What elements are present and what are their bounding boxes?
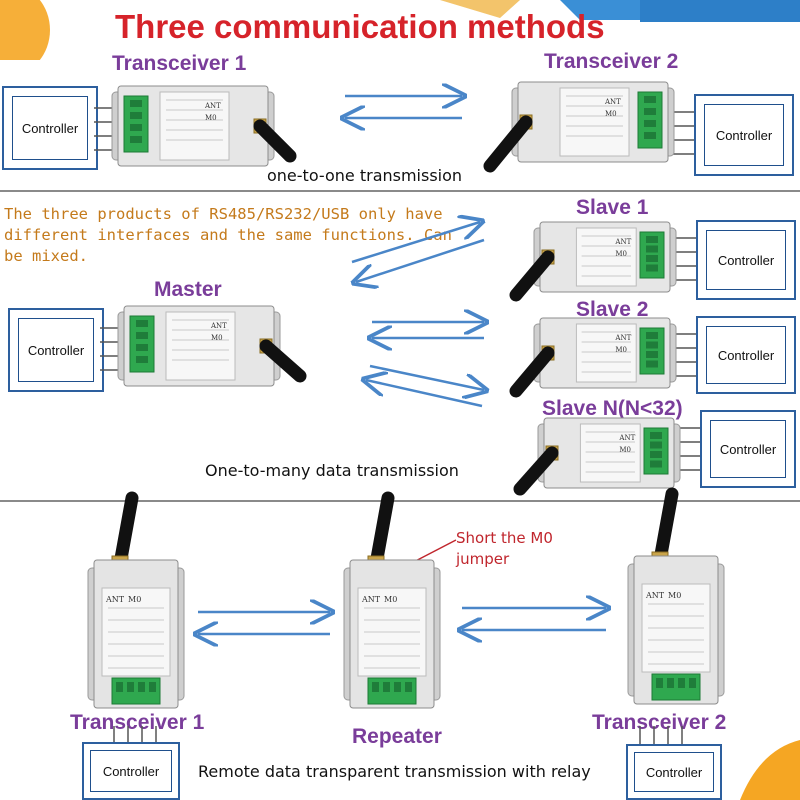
slave-1-label: Slave 1 [576,196,649,219]
controller-box-bottom-left: Controller [82,742,180,800]
transceiver-2-label: Transceiver 2 [544,50,679,73]
controller-label: Controller [634,752,714,792]
section-divider-1 [0,190,800,192]
repeater-label: Repeater [352,725,442,748]
controller-label: Controller [710,420,786,478]
ant-label: ANT [204,102,221,110]
m0-label: M0 [128,595,141,604]
corner-decoration-top [0,0,800,60]
controller-box-right: Controller [694,94,794,176]
ant-label: ANT [210,322,227,330]
m0-label: M0 [615,250,627,258]
jumper-note: Short the M0 jumper [456,529,553,568]
master-label: Master [154,278,222,301]
transceiver-1-label: Transceiver 1 [112,52,247,75]
bidirectional-arrows-s1 [0,0,800,190]
ant-label: ANT [105,595,125,604]
m0-label: M0 [384,595,397,604]
caption-one-to-many: One-to-many data transmission [205,461,459,480]
bidirectional-arrows-s3 [0,500,800,800]
slave-n-label: Slave N(N<32) [542,397,683,420]
m0-label: M0 [615,346,627,354]
corner-decoration-bottom [740,740,800,800]
controller-label: Controller [18,318,94,382]
controller-label: Controller [706,230,786,290]
section-divider-2 [0,500,800,502]
page-title: Three communication methods [115,8,605,45]
controller-box-left: Controller [2,86,98,170]
module-transceiver-2: ANT M0 [483,81,675,173]
module-slave-n: ANT M0 [513,417,681,496]
ant-label: ANT [361,595,381,604]
caption-one-to-one: one-to-one transmission [267,166,463,185]
controller-box-master: Controller [8,308,104,392]
controller-label: Controller [90,750,172,792]
m0-label: M0 [605,110,617,118]
ant-label: ANT [645,591,665,600]
module-transceiver-1: ANT M0 [111,85,297,167]
controller-box-slave-1: Controller [696,220,796,300]
controller-box-bottom-right: Controller [626,744,722,800]
module-master: ANT M0 [117,305,307,387]
m0-label: M0 [619,446,631,454]
ant-label: ANT [604,98,621,106]
controller-box-slave-2: Controller [696,316,796,394]
controller-label: Controller [704,104,784,166]
m0-label: M0 [211,334,223,342]
ant-label: ANT [614,238,631,246]
controller-label: Controller [706,326,786,384]
transceiver-1-label-s3: Transceiver 1 [70,711,205,734]
ant-label: ANT [614,334,631,342]
module-slave-2: ANT M0 [509,317,677,398]
transceiver-2-label-s3: Transceiver 2 [592,711,727,734]
controller-box-slave-n: Controller [700,410,796,488]
controller-label: Controller [12,96,88,160]
m0-label: M0 [205,114,217,122]
interface-note: The three products of RS485/RS232/USB on… [4,205,452,265]
m0-label: M0 [668,591,681,600]
ant-label: ANT [618,434,635,442]
bidirectional-arrows-s2 [0,0,800,408]
caption-relay: Remote data transparent transmission wit… [198,762,591,781]
slave-2-label: Slave 2 [576,298,649,321]
module-slave-1: ANT M0 [509,221,677,302]
